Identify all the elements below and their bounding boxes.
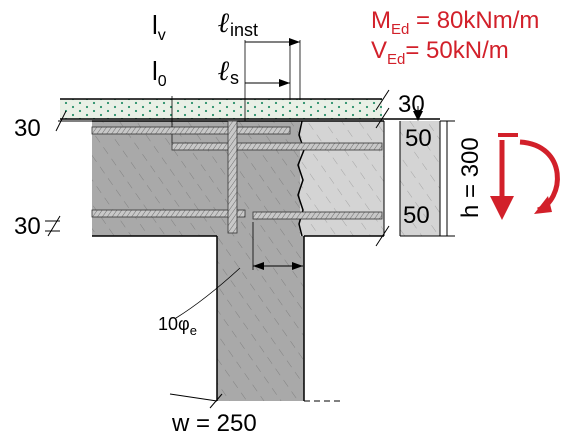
right-dimension-ticks [375, 89, 455, 247]
bottom-rebar [91, 209, 383, 220]
label-phi: 10φe [158, 314, 197, 338]
label-l-inst: ℓinst [217, 8, 258, 40]
label-l-v: lv [152, 10, 166, 44]
label-l-0: l0 [152, 56, 167, 90]
top-rebar [91, 126, 383, 151]
label-dim-30-top: 30 [398, 91, 425, 118]
label-dim-50-top: 50 [405, 125, 432, 152]
bottom-dimension-tick [169, 393, 223, 409]
label-dim-30-left-bottom: 30 [14, 213, 41, 240]
label-dim-30-left-top: 30 [14, 115, 41, 142]
label-dim-50-bottom: 50 [403, 202, 430, 229]
wall-below [216, 236, 340, 402]
dimension-lines-top [171, 38, 301, 127]
topping-layer [60, 98, 440, 120]
load-arrows [490, 133, 560, 220]
lap-dimension [175, 222, 303, 319]
label-w: w = 250 [171, 410, 257, 436]
section-strip [399, 121, 441, 237]
moment-arrow [519, 139, 560, 213]
label-l-s: ℓs [217, 56, 239, 88]
vertical-connector [227, 120, 238, 234]
left-dimension-ticks [45, 110, 92, 237]
label-shear: VEd= 50kN/m [371, 37, 509, 68]
label-moment: MEd = 80kNm/m [371, 7, 539, 38]
label-h: h = 300 [457, 137, 484, 218]
